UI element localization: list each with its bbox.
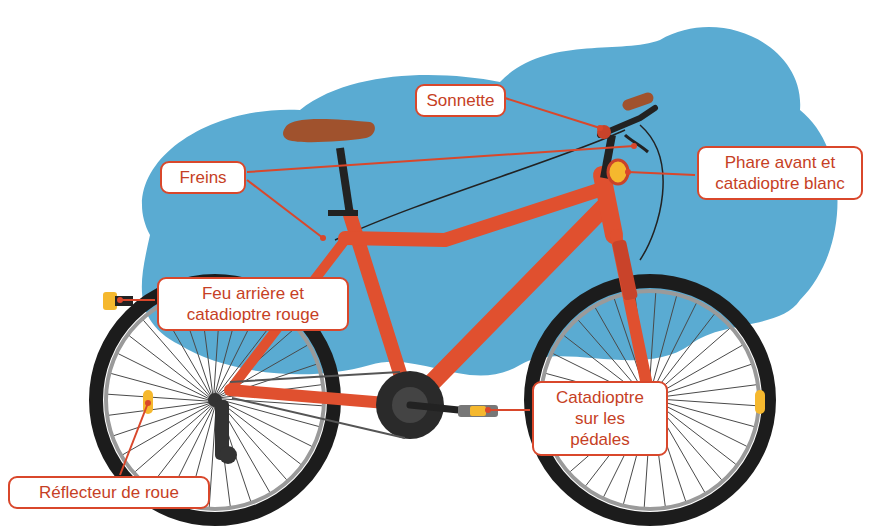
derailleur bbox=[215, 400, 237, 464]
label-text: Phare avant et catadioptre blanc bbox=[708, 152, 852, 194]
part-label: Phare avant et catadioptre blanc bbox=[697, 146, 863, 200]
label-text: Feu arrière et catadioptre rouge bbox=[168, 283, 338, 325]
wheel-reflector bbox=[755, 390, 765, 414]
spoke bbox=[656, 385, 756, 398]
spoke bbox=[220, 403, 287, 479]
spoke bbox=[111, 374, 209, 400]
spoke bbox=[108, 394, 209, 401]
rear-light bbox=[103, 292, 117, 310]
grip bbox=[628, 98, 648, 105]
spoke bbox=[151, 406, 213, 486]
spoke bbox=[656, 400, 754, 426]
bell bbox=[597, 125, 611, 139]
spoke bbox=[650, 296, 676, 394]
saddle bbox=[283, 119, 375, 142]
part-label: Freins bbox=[160, 161, 246, 194]
spoke bbox=[135, 405, 211, 472]
spoke bbox=[118, 354, 209, 399]
part-label: Catadioptre sur les pédales bbox=[532, 381, 668, 456]
pedal-reflector bbox=[470, 406, 486, 416]
spoke bbox=[109, 402, 209, 415]
part-label: Sonnette bbox=[415, 84, 506, 117]
part-label: Réflecteur de roue bbox=[8, 476, 210, 509]
leader-line bbox=[120, 98, 695, 475]
spoke bbox=[221, 401, 312, 446]
label-text: Freins bbox=[171, 167, 235, 188]
spoke bbox=[656, 401, 747, 446]
part-label: Feu arrière et catadioptre rouge bbox=[157, 277, 349, 331]
spoke bbox=[656, 399, 757, 406]
label-text: Catadioptre sur les pédales bbox=[543, 387, 657, 450]
spoke bbox=[129, 336, 209, 398]
spoke bbox=[144, 320, 211, 396]
label-text: Sonnette bbox=[426, 90, 495, 111]
front-wheel bbox=[531, 281, 769, 519]
label-text: Réflecteur de roue bbox=[19, 482, 199, 503]
spoke bbox=[221, 400, 319, 426]
brake-lever bbox=[625, 135, 648, 152]
